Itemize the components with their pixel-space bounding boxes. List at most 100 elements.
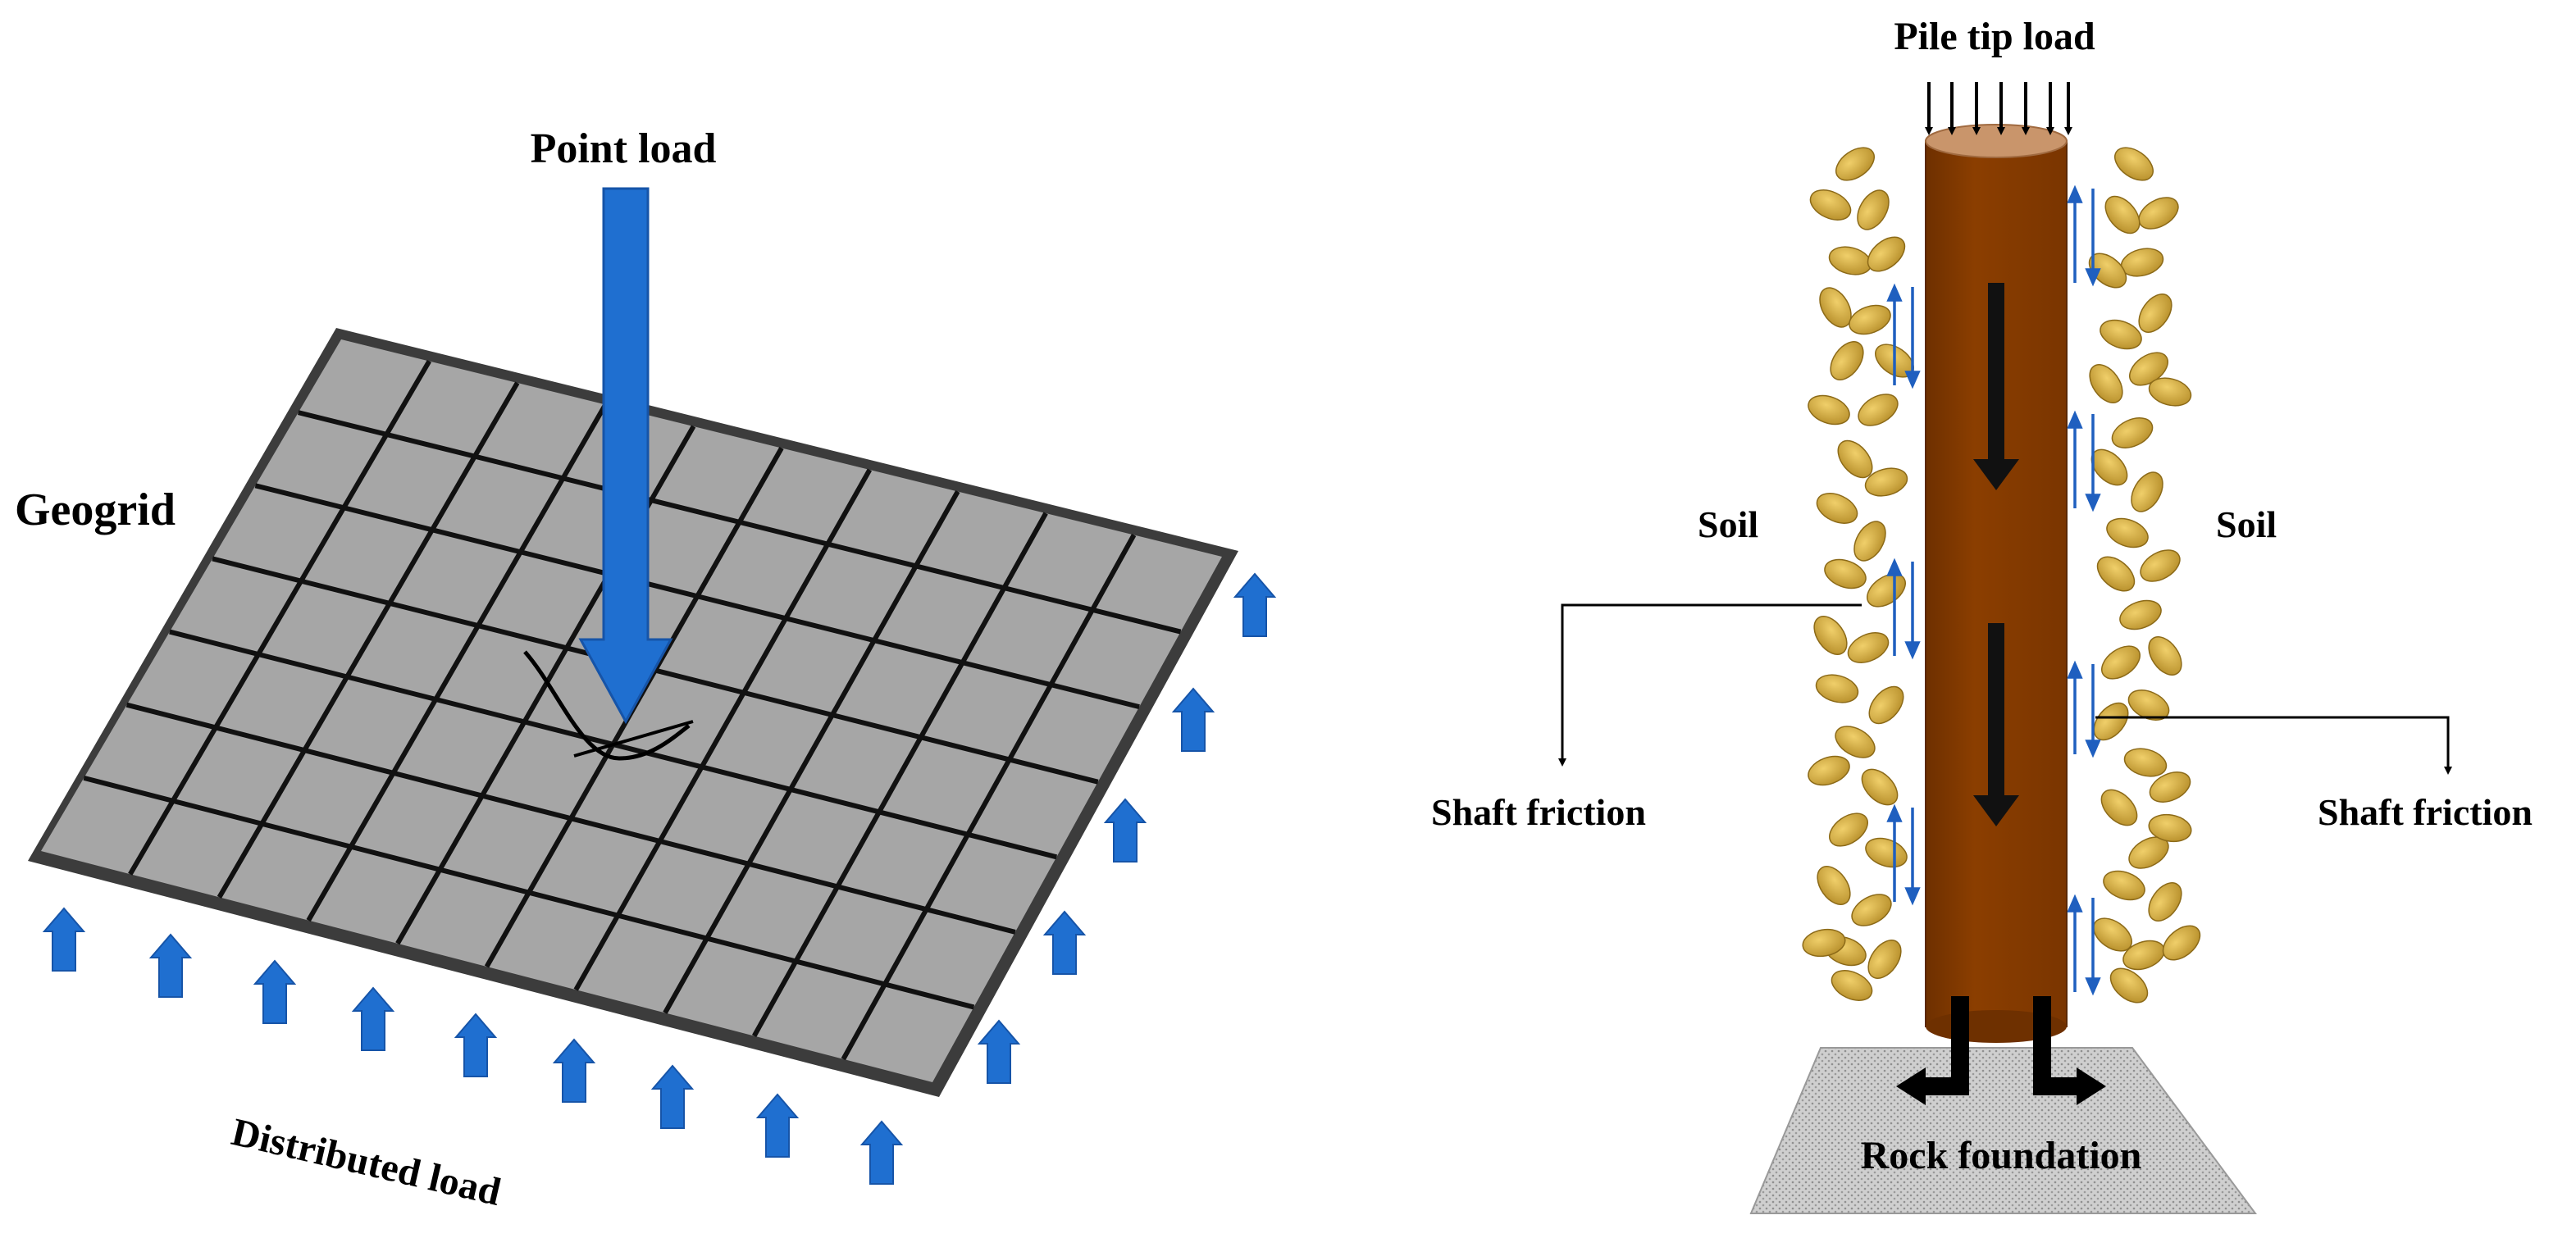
soil-grain (2119, 599, 2162, 630)
soil-grain (1861, 768, 1899, 806)
geogrid-lines (83, 359, 1182, 1061)
soil-grain (1868, 685, 1904, 725)
soil-grain (2104, 195, 2141, 234)
geogrid-line (217, 381, 520, 899)
soil-grain (2131, 471, 2163, 512)
soil-grain (2096, 556, 2136, 592)
distributed-load-arrow (1171, 687, 1215, 752)
soil-grain (1849, 304, 1891, 335)
soil-grain (2100, 789, 2138, 826)
shaft-friction-arrowhead (1886, 558, 1903, 576)
soil-grain (2106, 517, 2149, 548)
distributed-load-arrow (1233, 572, 1277, 637)
shaft-friction-arrowhead (2067, 410, 2083, 429)
distributed-load-arrow (351, 986, 395, 1051)
distributed-load-arrow (253, 959, 297, 1024)
soil-grain (2148, 636, 2182, 676)
pile-tip-load-arrows (1925, 82, 2072, 135)
soil-grain (1824, 558, 1867, 589)
shaft-friction-label-right: Shaft friction (2318, 791, 2533, 833)
geogrid-line (254, 483, 1140, 710)
geogrid-line (663, 490, 960, 1014)
pile-tip-load-label: Pile tip load (1894, 15, 2095, 58)
shaft-friction-arrowhead (1904, 371, 1921, 389)
soil-grain (2111, 417, 2154, 448)
shaft-friction-arrowhead (2067, 660, 2083, 679)
rock-foundation (1749, 1047, 2257, 1214)
soil-grain (1835, 726, 1876, 758)
distributed-load-arrow (42, 907, 86, 972)
soil-grain (1819, 287, 1852, 328)
soil-grain (2114, 147, 2154, 181)
soil-grain (2148, 813, 2192, 843)
soil-grain (1831, 970, 1873, 1001)
soil-grain (2089, 364, 2123, 403)
soil-grain (1853, 521, 1886, 562)
geogrid-line (841, 534, 1137, 1061)
geogrid-line (83, 775, 975, 1010)
geogrid-line (297, 410, 1182, 635)
soil-grain (1837, 439, 1873, 479)
soil-grain (1802, 928, 1846, 958)
soil-grain (2103, 870, 2145, 901)
soil-grain (1858, 394, 1899, 426)
soil-grain (2109, 967, 2149, 1004)
soil-grain (2162, 925, 2201, 961)
soil-grain (2088, 253, 2127, 289)
point-load-label: Point load (531, 125, 717, 172)
shaft-friction-arrowhead (1904, 641, 1921, 660)
shaft-friction-arrowhead (1904, 887, 1921, 906)
soil-grain (2101, 645, 2141, 680)
soil-grain (1865, 837, 1908, 868)
shaft-friction-arrowhead (2085, 494, 2101, 512)
distributed-load-arrow (1103, 798, 1147, 863)
leader-line-left (1558, 603, 1862, 767)
soil-grain (1864, 467, 1908, 497)
soil-grain (2128, 836, 2169, 869)
shaft-friction-label-left: Shaft friction (1431, 791, 1646, 833)
soil-grain (1815, 674, 1859, 703)
soil-grain (1851, 894, 1892, 926)
leader-lines (1558, 603, 2452, 775)
soil-grain (1847, 632, 1890, 663)
soil-grain (2140, 549, 2181, 582)
distributed-load-arrow (552, 1038, 596, 1103)
geogrid-deformation (523, 650, 691, 761)
geogrid-line (125, 702, 1016, 935)
soil-grain (1867, 236, 1906, 272)
pile-internal-load-arrows (1973, 283, 2019, 826)
rock-foundation-label: Rock foundation (1861, 1134, 2142, 1177)
geogrid-line (573, 468, 873, 991)
leader-line-right (2095, 716, 2452, 775)
soil-grain (2093, 917, 2132, 952)
soil-grain (2127, 690, 2170, 721)
distributed-load-arrow (755, 1093, 800, 1158)
soil-grain (1867, 573, 1906, 608)
geogrid-label: Geogrid (15, 485, 176, 535)
pile-base-arrows (1919, 996, 2083, 1095)
shaft-friction-arrowhead (1886, 803, 1903, 822)
point-load-arrow (578, 187, 673, 725)
shaft-friction-arrows (1886, 184, 2101, 996)
shaft-friction-arrowhead (2067, 184, 2083, 203)
soil-grain (2138, 197, 2179, 230)
soil-grain (1816, 493, 1858, 524)
soil-grain (2100, 319, 2142, 350)
geogrid-line (128, 359, 431, 876)
distributed-load-label: Distributed load (228, 1110, 505, 1214)
soil-grain (1813, 616, 1848, 655)
distributed-load-arrow (977, 1019, 1021, 1084)
geogrid-line (751, 512, 1048, 1038)
shaft-friction-arrowhead (2085, 740, 2101, 758)
soil-grain (1817, 866, 1851, 905)
distributed-load-arrow (148, 933, 193, 998)
soil-grain (1835, 147, 1875, 181)
soil-grain (2149, 771, 2191, 803)
soil-grain (1809, 189, 1852, 221)
soil-grain (1867, 940, 1902, 979)
soil-grain (1829, 812, 1868, 847)
pile (1925, 124, 2068, 1043)
soil-grain (2123, 748, 2168, 777)
soil-grain (1830, 341, 1864, 380)
